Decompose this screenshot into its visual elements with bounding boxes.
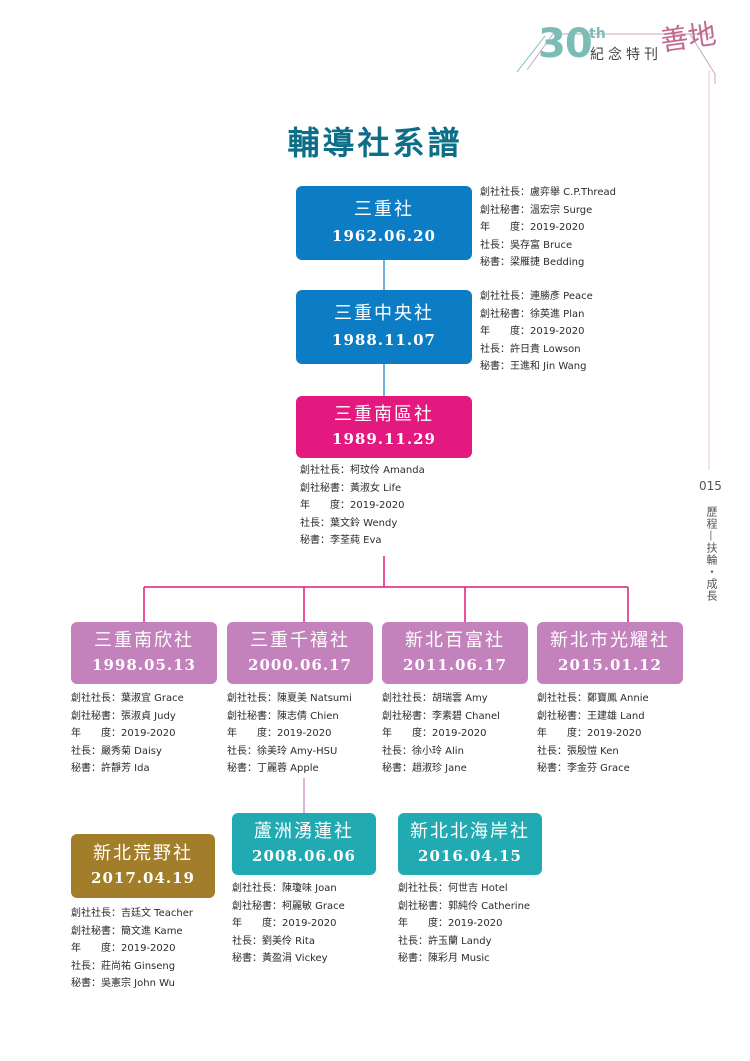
info-line: 年 度：2019-2020: [300, 500, 405, 511]
club-name: 三重社: [354, 199, 414, 220]
info-line: 社長：許玉蘭 Landy: [398, 935, 492, 947]
info-line: 社長：莊尚祐 Ginseng: [71, 960, 176, 972]
info-line: 秘書：丁麗蓉 Apple: [227, 763, 319, 774]
info-line: 社長：葉文鈴 Wendy: [300, 517, 398, 529]
info-line: 創社社長：連勝彥 Peace: [480, 291, 593, 302]
club-date: 2011.06.17: [403, 656, 507, 674]
info-line: 創社秘書：郭純伶 Catherine: [398, 900, 531, 912]
club-name: 三重千禧社: [250, 630, 350, 651]
info-line: 秘書：吳憲宗 John Wu: [71, 978, 175, 989]
info-line: 秘書：黃盈涓 Vickey: [232, 953, 328, 964]
club-name: 三重中央社: [334, 303, 434, 324]
info-line: 秘書：陳彩月 Music: [398, 953, 490, 964]
info-line: 秘書：李荃蒓 Eva: [300, 535, 382, 546]
info-line: 創社社長：吉廷文 Teacher: [71, 908, 193, 919]
info-line: 創社秘書：徐英進 Plan: [480, 308, 585, 320]
club-info-qianxi: 創社社長：陳夏美 Natsumi 創社秘書：陳志倩 Chien 年 度：2019…: [227, 690, 352, 778]
club-date: 2000.06.17: [248, 656, 352, 674]
info-line: 年 度：2019-2020: [71, 943, 176, 954]
club-date: 1988.11.07: [332, 331, 436, 349]
club-info-north-coast: 創社社長：何世吉 Hotel 創社秘書：郭純伶 Catherine 年 度：20…: [398, 880, 530, 968]
club-name: 三重南區社: [334, 404, 434, 425]
info-line: 秘書：許靜芳 Ida: [71, 763, 150, 774]
info-line: 社長：張殷愷 Ken: [537, 745, 619, 757]
info-line: 創社社長：何世吉 Hotel: [398, 883, 508, 894]
info-line: 年 度：2019-2020: [480, 222, 585, 233]
club-name: 新北市光耀社: [550, 630, 670, 651]
info-line: 年 度：2019-2020: [227, 728, 332, 739]
club-box-sanchong: 三重社 1962.06.20: [296, 186, 472, 260]
club-info-baifu: 創社社長：胡瑞雲 Amy 創社秘書：李素碧 Chanel 年 度：2019-20…: [382, 690, 500, 778]
info-line: 年 度：2019-2020: [398, 918, 503, 929]
club-box-sanchong-south: 三重南區社 1989.11.29: [296, 396, 472, 458]
info-line: 創社社長：葉淑宜 Grace: [71, 693, 184, 704]
info-line: 創社秘書：李素碧 Chanel: [382, 710, 500, 722]
anniversary-suffix: th: [589, 26, 606, 42]
info-line: 社長：許日貴 Lowson: [480, 343, 581, 355]
info-line: 創社社長：陳瓊味 Joan: [232, 883, 337, 894]
info-line: 秘書：梁雁捷 Bedding: [480, 257, 585, 268]
club-info-wilderness: 創社社長：吉廷文 Teacher 創社秘書：簡文進 Kame 年 度：2019-…: [71, 905, 193, 993]
anniversary-number: 30: [538, 21, 593, 67]
info-line: 秘書：李金芬 Grace: [537, 763, 630, 774]
info-line: 社長：嚴秀菊 Daisy: [71, 745, 162, 757]
club-info-sanchong-central: 創社社長：連勝彥 Peace 創社秘書：徐英進 Plan 年 度：2019-20…: [480, 288, 593, 376]
info-line: 創社社長：柯玟伶 Amanda: [300, 465, 425, 476]
club-name: 三重南欣社: [94, 630, 194, 651]
club-name: 新北荒野社: [93, 843, 193, 864]
club-info-guangyao: 創社社長：鄭寶鳳 Annie 創社秘書：王建雄 Land 年 度：2019-20…: [537, 690, 649, 778]
club-info-yonglian: 創社社長：陳瓊味 Joan 創社秘書：柯麗敏 Grace 年 度：2019-20…: [232, 880, 345, 968]
info-line: 年 度：2019-2020: [382, 728, 487, 739]
info-line: 社長：徐小玲 Alin: [382, 745, 464, 757]
info-line: 創社秘書：黃淑女 Life: [300, 482, 402, 494]
info-line: 創社秘書：溫宏宗 Surge: [480, 204, 593, 216]
side-rule: [708, 70, 710, 470]
info-line: 秘書：王進和 Jin Wang: [480, 361, 587, 372]
club-name: 新北百富社: [405, 630, 505, 651]
club-date: 2016.04.15: [418, 847, 522, 865]
info-line: 年 度：2019-2020: [537, 728, 642, 739]
club-box-baifu: 新北百富社 2011.06.17: [382, 622, 528, 684]
info-line: 年 度：2019-2020: [232, 918, 337, 929]
info-line: 創社秘書：陳志倩 Chien: [227, 710, 339, 722]
info-line: 年 度：2019-2020: [71, 728, 176, 739]
info-line: 創社社長：盧弈舉 C.P.Thread: [480, 187, 616, 198]
club-box-north-coast: 新北北海岸社 2016.04.15: [398, 813, 542, 875]
info-line: 秘書：趙淑珍 Jane: [382, 763, 467, 774]
info-line: 社長：劉美伶 Rita: [232, 935, 315, 947]
club-date: 1989.11.29: [332, 430, 436, 448]
info-line: 社長：吳存富 Bruce: [480, 239, 573, 251]
page-title: 輔導社系譜: [287, 124, 463, 162]
club-name: 新北北海岸社: [410, 821, 530, 842]
club-box-wilderness: 新北荒野社 2017.04.19: [71, 834, 215, 898]
section-side-text: 歷程—扶輪・成長: [705, 506, 718, 602]
info-line: 創社秘書：張淑貞 Judy: [71, 710, 176, 722]
club-date: 1962.06.20: [332, 227, 436, 245]
info-line: 創社社長：陳夏美 Natsumi: [227, 693, 352, 704]
info-line: 年 度：2019-2020: [480, 326, 585, 337]
page-number: 015: [699, 479, 722, 493]
club-box-guangyao: 新北市光耀社 2015.01.12: [537, 622, 683, 684]
club-box-qianxi: 三重千禧社 2000.06.17: [227, 622, 373, 684]
info-line: 社長：徐美玲 Amy-HSU: [227, 745, 338, 757]
info-line: 創社秘書：簡文進 Kame: [71, 925, 183, 937]
club-box-nanxin: 三重南欣社 1998.05.13: [71, 622, 217, 684]
club-box-yonglian: 蘆洲湧蓮社 2008.06.06: [232, 813, 376, 875]
club-box-sanchong-central: 三重中央社 1988.11.07: [296, 290, 472, 364]
club-date: 2017.04.19: [91, 869, 195, 887]
info-line: 創社社長：胡瑞雲 Amy: [382, 693, 488, 704]
header-frame-lines: [516, 33, 716, 84]
info-line: 創社秘書：王建雄 Land: [537, 710, 645, 722]
club-date: 2008.06.06: [252, 847, 356, 865]
info-line: 創社秘書：柯麗敏 Grace: [232, 900, 345, 912]
club-name: 蘆洲湧蓮社: [254, 821, 354, 842]
club-date: 1998.05.13: [92, 656, 196, 674]
info-line: 創社社長：鄭寶鳳 Annie: [537, 693, 649, 704]
anniversary-subtitle: 紀念特刊: [590, 47, 662, 63]
club-info-nanxin: 創社社長：葉淑宜 Grace 創社秘書：張淑貞 Judy 年 度：2019-20…: [71, 690, 184, 778]
club-info-sanchong-south: 創社社長：柯玟伶 Amanda 創社秘書：黃淑女 Life 年 度：2019-2…: [300, 462, 425, 550]
club-info-sanchong: 創社社長：盧弈舉 C.P.Thread 創社秘書：溫宏宗 Surge 年 度：2…: [480, 184, 616, 272]
club-date: 2015.01.12: [558, 656, 662, 674]
